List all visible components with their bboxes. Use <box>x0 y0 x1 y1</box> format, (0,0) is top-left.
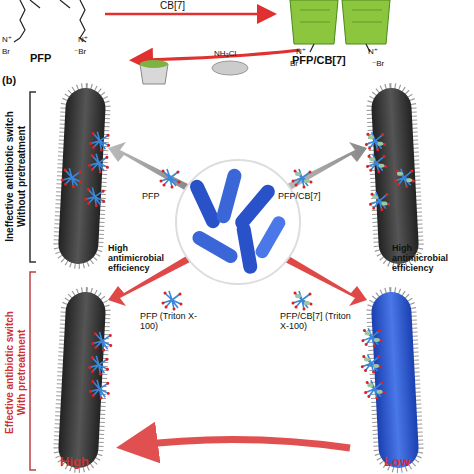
efficiency-label: High antimicrobial efficiency <box>392 244 470 274</box>
bacterium <box>357 291 420 470</box>
efficiency-label: High antimicrobial efficiency <box>108 244 186 274</box>
polymer-label: PFP/CB[7] (Triton X-100) <box>280 312 360 332</box>
atom-label: Br <box>290 60 310 69</box>
polymer-label: PFP (Triton X-100) <box>140 312 210 332</box>
polymer <box>160 169 181 189</box>
efficiency-level: Low <box>384 455 434 469</box>
polymer <box>162 291 183 311</box>
reagent-label: CB[7] <box>160 0 210 11</box>
atom-label: ⁻Br <box>372 60 396 69</box>
gray-arrow <box>108 142 190 192</box>
molecule-label: NH₃Cl <box>214 50 254 59</box>
atom-label: ⁻Br <box>74 48 96 57</box>
polymer-label: PFP/CB[7] <box>278 192 348 202</box>
atom-label: Br <box>2 48 22 57</box>
cb7-barrel <box>140 60 168 84</box>
polymer <box>292 169 313 189</box>
atom-label: N⁺ <box>296 48 316 57</box>
switch-label: With pretreatment <box>16 277 27 467</box>
adamantane <box>212 61 248 75</box>
reaction-arrow <box>105 13 272 16</box>
pfp-structure <box>14 0 86 42</box>
red-arrow <box>130 439 350 448</box>
bracket <box>30 272 36 470</box>
bacterium <box>57 87 113 265</box>
red-arrow <box>285 255 367 306</box>
switch-label: Without pretreatment <box>16 91 27 261</box>
molecule-name: PFP <box>30 52 70 64</box>
bracket <box>30 92 36 262</box>
efficiency-level: High <box>60 455 110 469</box>
bacteria-cluster <box>176 160 300 284</box>
reverse-arrow <box>135 50 300 60</box>
bacterium <box>57 291 115 469</box>
switch-label: Effective antibiotic switch <box>4 277 15 467</box>
bacterium <box>362 87 420 265</box>
atom-label: N⁺ <box>78 36 98 45</box>
switch-label: Ineffective antibiotic switch <box>4 91 15 261</box>
atom-label: N⁺ <box>2 36 22 45</box>
polymer <box>292 291 313 311</box>
polymer-label: PFP <box>142 192 176 202</box>
atom-label: N⁺ <box>368 48 388 57</box>
panel-label: (b) <box>2 74 26 86</box>
cb7-complex <box>290 0 390 52</box>
gray-arrow <box>285 142 367 192</box>
